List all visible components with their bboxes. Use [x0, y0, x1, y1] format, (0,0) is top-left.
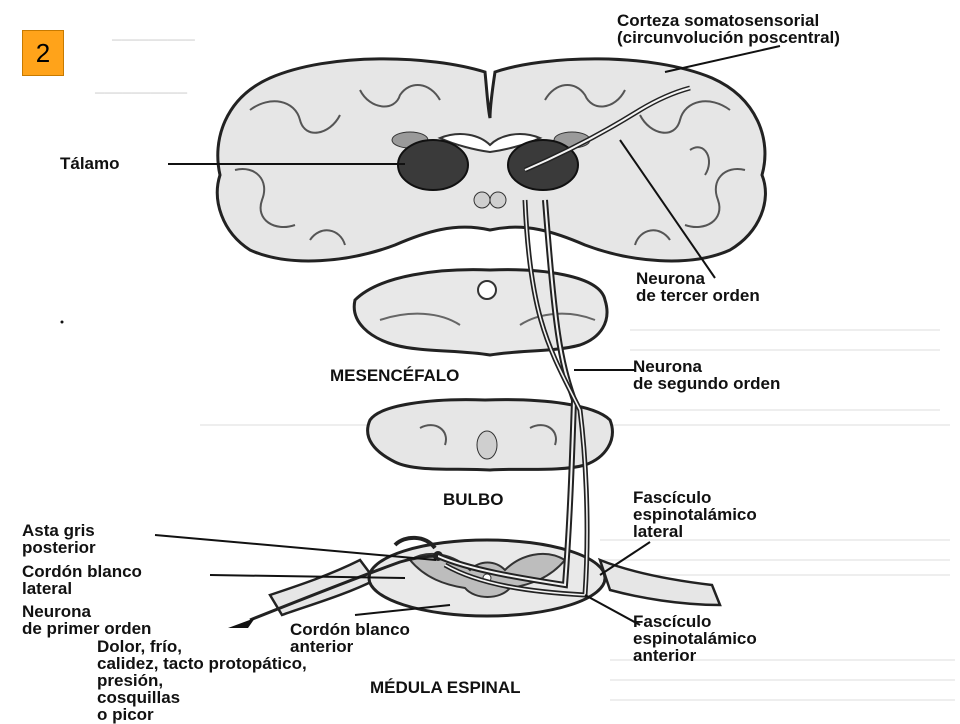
- leader-fasc-lateral: [599, 541, 651, 576]
- label-fasciculo-anterior: Fascículo espinotalámico anterior: [633, 612, 757, 665]
- ascending-tracts: [249, 199, 590, 622]
- spinal-nerve-right: [597, 557, 722, 607]
- ghost-text: ──────────: [95, 85, 188, 100]
- ventricles: [437, 133, 543, 154]
- leader-tercer-orden: [619, 139, 716, 279]
- nucleus-right: [489, 191, 507, 209]
- midbrain-section: [352, 268, 609, 357]
- label-cordon-blanco-lateral: Cordón blanco lateral: [22, 562, 142, 598]
- leader-cordon-anterior: [354, 604, 451, 616]
- leader-corteza: [664, 45, 781, 73]
- leader-asta-gris: [154, 534, 437, 561]
- label-neurona-segundo-orden: Neurona de segundo orden: [633, 357, 781, 393]
- stimulus-arrow: [228, 618, 255, 628]
- background-texture: [200, 329, 955, 701]
- lateral-spinothalamic-tract: [436, 199, 578, 589]
- stray-dot: [60, 320, 64, 324]
- nucleus-left: [473, 191, 491, 209]
- label-medula-espinal: MÉDULA ESPINAL: [370, 678, 521, 697]
- label-fasciculo-lateral: Fascículo espinotalámico lateral: [633, 488, 757, 541]
- slide-number-badge: 2: [22, 30, 64, 76]
- first-order-neuron-fiber: [249, 554, 439, 622]
- label-bulbo: BULBO: [443, 490, 504, 509]
- gyri-folds: [234, 84, 746, 246]
- leader-lines: [154, 45, 781, 626]
- label-mesencefalo: MESENCÉFALO: [330, 366, 460, 385]
- label-cordon-blanco-anterior: Cordón blanco anterior: [290, 620, 410, 656]
- leader-cordon-lateral: [209, 574, 406, 579]
- leader-fasc-anterior: [584, 594, 641, 626]
- brain-outline: [215, 57, 767, 263]
- label-sensaciones: Dolor, frío, calidez, tacto protopático,…: [97, 637, 307, 724]
- dorsal-root-ganglion: [393, 535, 437, 550]
- cerebral-aqueduct: [477, 280, 497, 300]
- label-asta-gris-posterior: Asta gris posterior: [22, 521, 96, 557]
- thalamus-right: [507, 139, 579, 191]
- label-talamo: Tálamo: [60, 154, 120, 173]
- ghost-text: ─────────: [112, 32, 195, 47]
- label-neurona-primer-orden: Neurona de primer orden: [22, 602, 152, 638]
- label-corteza-somatosensorial: Corteza somatosensorial (circunvolución …: [617, 11, 840, 47]
- brain-section: [215, 57, 767, 263]
- medulla-section: [366, 398, 614, 472]
- label-neurona-tercer-orden: Neurona de tercer orden: [636, 269, 760, 305]
- thalamus-left: [397, 139, 469, 191]
